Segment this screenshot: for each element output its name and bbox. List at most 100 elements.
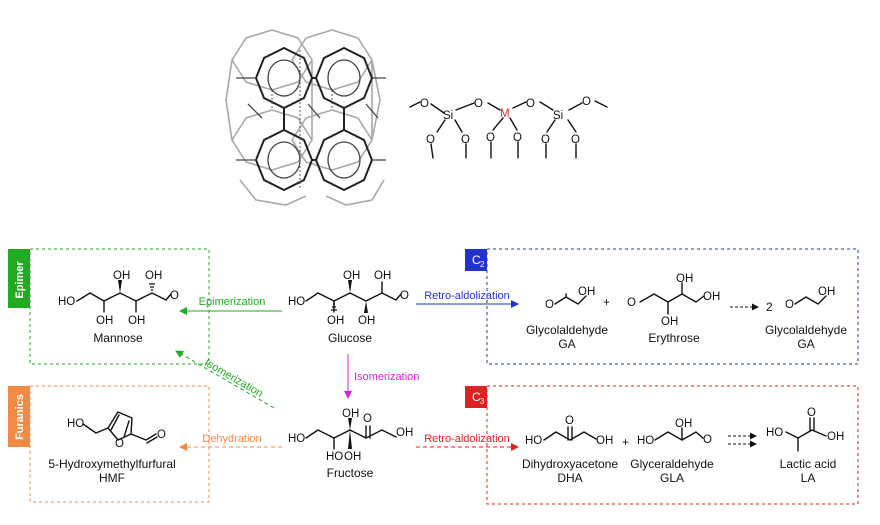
fructose-oh-c1: OH <box>396 427 413 439</box>
glucose-name: Glucose <box>328 331 372 345</box>
hmf-aldehyde-o: O <box>157 429 166 441</box>
hmf-ho: HO <box>67 418 84 430</box>
dha-abbr: DHA <box>557 471 582 485</box>
framework-oxygen-8: O <box>513 132 522 144</box>
glucose-aldehyde-o: O <box>400 290 409 302</box>
dha-name: Dihydroxyacetone <box>522 457 618 471</box>
erythrose-oh-top: OH <box>676 273 693 285</box>
lactic-acid-ho: HO <box>766 427 783 439</box>
fructose-ho-c5: HO <box>326 451 343 463</box>
dehydration-arrow: Dehydration <box>179 433 282 451</box>
ga2-coefficient: 2 <box>766 300 773 314</box>
metal-silicate-site-structure: O Si O M O Si O O O O O O O <box>409 96 608 159</box>
retro-aldolization-top-arrow: Retro-aldolization <box>416 290 519 308</box>
epimerization-arrow: Epimerization <box>179 296 282 315</box>
erythrose-structure: O OH OH OH Erythrose <box>627 273 720 345</box>
framework-oxygen-7: O <box>486 132 495 144</box>
gla-structure: HO OH O Glyceraldehyde GLA <box>630 418 714 485</box>
dha-ho: HO <box>525 435 542 447</box>
lactic-acid-carbonyl-o: O <box>807 407 816 419</box>
mannose-oh-c2: OH <box>145 270 162 282</box>
retro-aldolization-top-label: Retro-aldolization <box>424 290 510 302</box>
epimer-box-label: Epimer <box>14 261 26 299</box>
ga2-name: Glycolaldehyde <box>765 323 847 337</box>
gla-ho: HO <box>637 435 654 447</box>
c2-box: C 2 <box>465 248 859 365</box>
mannose-ho-terminal: HO <box>58 296 75 308</box>
fructose-ketone-o: O <box>363 413 372 425</box>
retro-aldolization-bottom-label: Retro-aldolization <box>424 433 510 445</box>
erythrose-name: Erythrose <box>648 331 700 345</box>
ga1-abbr: GA <box>558 337 575 351</box>
ga2-aldehyde-o: O <box>785 299 794 311</box>
retro-aldolization-bottom-arrow: Retro-aldolization <box>416 433 519 451</box>
hmf-name: 5-Hydroxymethylfurfural <box>48 457 175 471</box>
dha-structure: HO O OH Dihydroxyacetone DHA <box>522 415 618 485</box>
erythrose-aldehyde-o: O <box>627 297 636 309</box>
isomerization-glucose-fructose-arrow: Isomerization <box>344 354 419 399</box>
lactic-acid-name: Lactic acid <box>780 457 837 471</box>
erythrose-oh-terminal: OH <box>703 291 720 303</box>
framework-oxygen-6: O <box>461 134 470 146</box>
erythrose-oh-bottom: OH <box>661 316 678 328</box>
gla-oh: OH <box>675 418 692 430</box>
fructose-oh-c4: OH <box>342 408 359 420</box>
hmf-ring-o: O <box>115 438 124 450</box>
isomerization-down-label: Isomerization <box>354 371 419 383</box>
framework-oxygen-1: O <box>420 98 429 110</box>
framework-oxygen-3: O <box>526 98 535 110</box>
framework-silicon-1: Si <box>443 110 453 122</box>
c3-to-lactic-acid-arrows <box>728 432 757 448</box>
framework-oxygen-4: O <box>582 96 591 108</box>
ga1-aldehyde-o: O <box>545 299 554 311</box>
zeolite-framework-image <box>222 28 390 208</box>
glycolaldehyde-2-structure: 2 O OH Glycolaldehyde GA <box>765 286 847 351</box>
glucose-ho-terminal: HO <box>288 296 305 308</box>
framework-oxygen-10: O <box>571 134 580 146</box>
framework-oxygen-2: O <box>474 98 483 110</box>
mannose-aldehyde-o: O <box>170 290 179 302</box>
ga2-oh: OH <box>818 286 835 298</box>
glucose-oh-c5: OH <box>327 315 344 327</box>
hmf-abbr: HMF <box>99 471 125 485</box>
gla-abbr: GLA <box>660 471 684 485</box>
isomerization-to-mannose-arrow: Isomerization <box>175 350 275 409</box>
lactic-acid-abbr: LA <box>801 471 816 485</box>
ga2-abbr: GA <box>797 337 814 351</box>
glucose-structure: HO OH OH OH OH O Glucose <box>288 270 409 345</box>
framework-silicon-2: Si <box>553 110 563 122</box>
c2-plus-sign: + <box>603 295 610 309</box>
glucose-oh-c4: OH <box>343 270 360 282</box>
furanics-box: Furanics <box>8 385 210 503</box>
lactic-acid-structure: HO O OH Lactic acid LA <box>766 407 844 485</box>
isomerization-left-label: Isomerization <box>202 357 265 400</box>
framework-oxygen-9: O <box>541 134 550 146</box>
c3-box-label-subscript: 3 <box>480 397 485 406</box>
c2-box-label-subscript: 2 <box>480 260 485 269</box>
dha-oh: OH <box>596 435 613 447</box>
epimer-box: Epimer <box>8 248 210 365</box>
dha-ketone-o: O <box>565 415 574 427</box>
lactic-acid-oh: OH <box>827 431 844 443</box>
hmf-structure: HO O O 5-Hydroxymethylfurfural HMF <box>48 411 176 485</box>
mannose-name: Mannose <box>93 331 143 345</box>
glucose-oh-c3: OH <box>358 315 375 327</box>
framework-metal-atom: M <box>500 108 510 120</box>
fructose-ho-terminal: HO <box>288 433 305 445</box>
c2-box-label: C <box>472 253 481 267</box>
mannose-oh-c3: OH <box>128 315 145 327</box>
fructose-structure: HO OH O OH HO OH Fructose <box>288 408 413 480</box>
fructose-oh-c3: OH <box>344 451 361 463</box>
glucose-oh-c2: OH <box>374 270 391 282</box>
dehydration-label: Dehydration <box>202 433 261 445</box>
gla-aldehyde-o: O <box>703 434 712 446</box>
ga1-oh: OH <box>578 286 595 298</box>
c3-box: C 3 <box>465 385 859 505</box>
fructose-name: Fructose <box>327 466 374 480</box>
furanics-box-label: Furanics <box>14 394 26 440</box>
mannose-oh-c4: OH <box>113 270 130 282</box>
epimerization-label: Epimerization <box>199 296 266 308</box>
mannose-oh-c5: OH <box>96 315 113 327</box>
ga1-name: Glycolaldehyde <box>526 323 608 337</box>
c3-box-label: C <box>472 390 481 404</box>
